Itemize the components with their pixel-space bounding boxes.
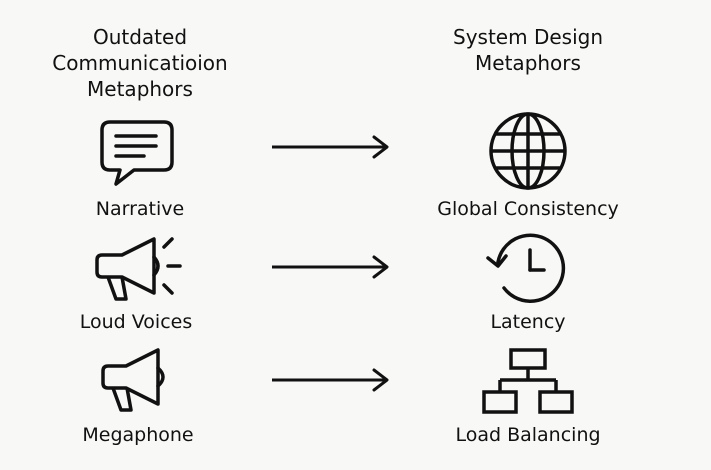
left-column-heading: Outdated Communicatioion Metaphors: [52, 25, 228, 101]
label-narrative: Narrative: [95, 198, 185, 220]
label-megaphone: Megaphone: [82, 424, 194, 446]
right-column-heading: System Design Metaphors: [453, 25, 603, 75]
clock-icon: [486, 233, 566, 303]
arrow-3: [272, 368, 389, 392]
speech-bubble-icon: [100, 120, 174, 186]
label-global-consistency: Global Consistency: [437, 198, 619, 220]
label-load-balancing: Load Balancing: [455, 424, 601, 446]
hierarchy-icon: [482, 348, 574, 414]
megaphone-loud-icon: [95, 237, 182, 301]
label-loud-voices: Loud Voices: [79, 311, 193, 333]
arrow-2: [272, 255, 389, 279]
megaphone-icon: [101, 348, 165, 412]
arrow-1: [272, 135, 389, 159]
globe-icon: [489, 112, 567, 190]
label-latency: Latency: [490, 311, 566, 333]
